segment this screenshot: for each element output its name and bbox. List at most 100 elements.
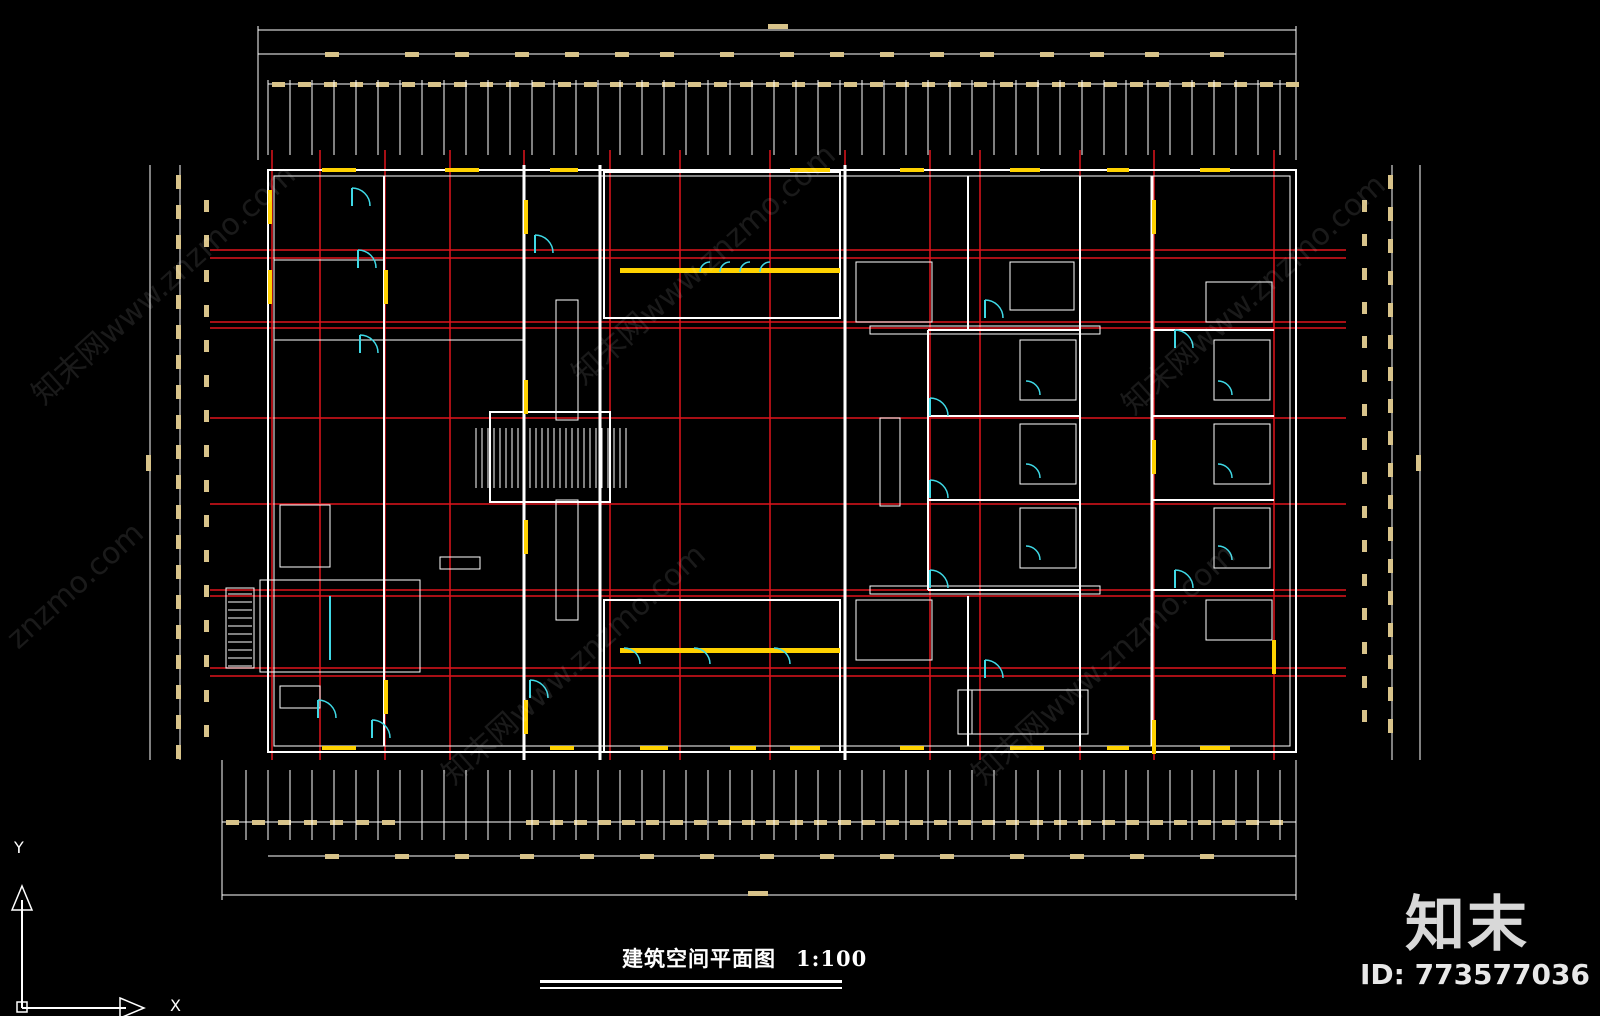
dim-text (395, 854, 409, 859)
window (620, 268, 840, 273)
dim-text (325, 854, 339, 859)
dim-text (1362, 268, 1367, 280)
dim-text (934, 820, 947, 825)
window (524, 380, 528, 414)
dim-text (1362, 234, 1367, 246)
dim-text (780, 52, 794, 57)
dim-text (940, 854, 954, 859)
dim-text (204, 445, 209, 457)
dim-text (176, 535, 181, 549)
dim-text (1362, 710, 1367, 722)
dim-text (176, 745, 181, 759)
dim-text (480, 82, 493, 87)
dim-text (204, 305, 209, 317)
dim-text (455, 854, 469, 859)
dim-text (176, 505, 181, 519)
window (550, 746, 574, 750)
dim-text (520, 854, 534, 859)
dim-text (176, 265, 181, 279)
central-room-south (603, 599, 841, 753)
dim-text (1362, 608, 1367, 620)
dim-text (330, 820, 343, 825)
dim-text (204, 585, 209, 597)
window (1010, 168, 1040, 172)
window (1152, 200, 1156, 234)
dim-text (1030, 820, 1043, 825)
window (1152, 440, 1156, 474)
dim-text (700, 854, 714, 859)
dim-text (1104, 82, 1117, 87)
entrance-steps (225, 587, 255, 669)
dim-text (1078, 820, 1091, 825)
dim-text (760, 854, 774, 859)
window (1200, 746, 1230, 750)
dim-text (814, 820, 827, 825)
door-swing (719, 261, 731, 273)
dim-text (870, 82, 883, 87)
dim-text (382, 820, 395, 825)
dim-text (615, 52, 629, 57)
dim-text (1286, 82, 1299, 87)
dim-text (646, 820, 659, 825)
dim-text (204, 515, 209, 527)
dim-text (1388, 495, 1393, 509)
dim-text (896, 82, 909, 87)
window (1107, 746, 1129, 750)
dim-text (176, 565, 181, 579)
dim-text (880, 854, 894, 859)
dim-text (958, 820, 971, 825)
dim-text (176, 685, 181, 699)
dim-text (1388, 239, 1393, 253)
dim-text (694, 820, 707, 825)
door-swing (984, 659, 1004, 679)
dim-text (880, 52, 894, 57)
dim-text (1388, 271, 1393, 285)
window (445, 168, 479, 172)
dim-text (1070, 854, 1084, 859)
dim-text (204, 410, 209, 422)
dim-text (1362, 302, 1367, 314)
dim-text (1362, 472, 1367, 484)
door-swing (929, 397, 949, 417)
room-wc (1019, 423, 1077, 485)
dim-text (1388, 655, 1393, 669)
door-swing (1174, 329, 1194, 349)
dim-text (1388, 175, 1393, 189)
room-wc (1205, 599, 1273, 641)
window (384, 680, 388, 714)
window (524, 700, 528, 734)
window (1152, 720, 1156, 754)
window (268, 190, 272, 224)
dim-text-bottom-overall (748, 891, 768, 896)
dim-text (204, 655, 209, 667)
window (550, 168, 578, 172)
dim-text (532, 82, 545, 87)
dim-text (1156, 82, 1169, 87)
dim-text (204, 200, 209, 212)
dim-text (930, 52, 944, 57)
dim-text (1246, 820, 1259, 825)
dim-text (1388, 207, 1393, 221)
window (790, 746, 820, 750)
dim-text (574, 820, 587, 825)
dim-text (1052, 82, 1065, 87)
dim-text (670, 820, 683, 825)
dim-text (226, 820, 239, 825)
room-wc (1213, 423, 1271, 485)
ucs-x-label: X (170, 996, 181, 1015)
ucs-origin-box (16, 1001, 28, 1013)
dim-text (176, 295, 181, 309)
dim-text (204, 270, 209, 282)
outer-wall-inner (273, 175, 1291, 747)
dim-text (558, 82, 571, 87)
dim-text (1362, 404, 1367, 416)
dim-text (176, 625, 181, 639)
window (1200, 168, 1230, 172)
dim-text (204, 690, 209, 702)
window (1010, 746, 1044, 750)
dim-text (718, 820, 731, 825)
dim-text (1026, 82, 1039, 87)
title-underline-thin (540, 987, 842, 989)
dim-text (1388, 527, 1393, 541)
